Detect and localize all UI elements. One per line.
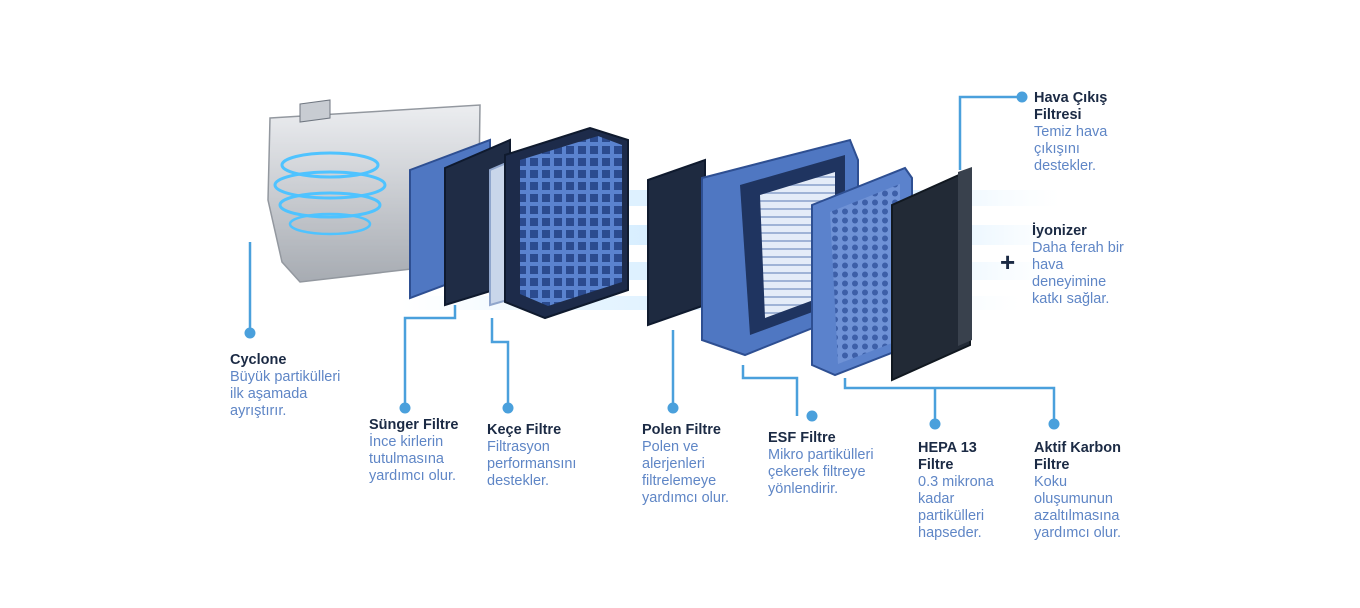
ionizer-plus-icon: + <box>1000 247 1016 277</box>
label-sunger: Sünger Filtre İnce kirlerin tutulmasına … <box>369 417 484 485</box>
polen-desc: Polen ve alerjenleri filtrelemeye yardım… <box>642 439 730 506</box>
dot-karbon <box>1048 418 1060 430</box>
carbon-filter-illustration <box>891 168 971 382</box>
kece-desc: Filtrasyon performansını destekler. <box>487 439 577 489</box>
iyonizer-desc: Daha ferah bir hava deneyimine katkı sağ… <box>1032 240 1124 307</box>
connector-hepa-karbon <box>843 378 1056 424</box>
kece-title: Keçe Filtre <box>487 422 562 438</box>
cyclone-desc: Büyük partikülleri ilk aşamada ayrıştırı… <box>230 369 341 419</box>
dot-esf <box>806 410 818 422</box>
label-polen: Polen Filtre Polen ve alerjenleri filtre… <box>642 422 752 507</box>
pollen-filter-illustration <box>504 126 629 320</box>
outlet-filter-illustration <box>958 167 972 346</box>
label-cyclone: Cyclone Büyük partikülleri ilk aşamada a… <box>230 352 350 420</box>
karbon-title: Aktif Karbon Filtre <box>1034 440 1121 473</box>
esf-title: ESF Filtre <box>768 430 836 446</box>
cikis-desc: Temiz hava çıkışını destekler. <box>1034 124 1108 174</box>
connector-esf <box>741 365 799 416</box>
label-esf: ESF Filtre Mikro partikülleri çekerek fi… <box>768 430 898 498</box>
label-iyonizer: İyonizer Daha ferah bir hava deneyimine … <box>1032 223 1132 308</box>
dot-cyclone <box>244 327 256 339</box>
karbon-desc: Koku oluşumunun azaltılmasına yardımcı o… <box>1034 474 1122 541</box>
dot-cikis <box>1016 91 1028 103</box>
connector-lines <box>248 95 1056 424</box>
polen-title: Polen Filtre <box>642 422 721 438</box>
connector-cikis <box>958 95 1020 170</box>
iyonizer-title: İyonizer <box>1032 223 1087 239</box>
hepa-title: HEPA 13 Filtre <box>918 440 977 473</box>
label-karbon: Aktif Karbon Filtre Koku oluşumunun azal… <box>1034 440 1146 542</box>
dot-kece <box>502 402 514 414</box>
dot-sunger <box>399 402 411 414</box>
dot-polen <box>667 402 679 414</box>
connector-sunger <box>403 305 457 408</box>
dot-hepa <box>929 418 941 430</box>
cikis-title: Hava Çıkış Filtresi <box>1034 90 1108 123</box>
label-kece: Keçe Filtre Filtrasyon performansını des… <box>487 422 607 490</box>
connector-kece <box>490 318 510 408</box>
sunger-desc: İnce kirlerin tutulmasına yardımcı olur. <box>369 434 457 484</box>
esf-dark-panel <box>647 158 706 327</box>
label-hepa: HEPA 13 Filtre 0.3 mikrona kadar partikü… <box>918 440 1008 542</box>
cyclone-title: Cyclone <box>230 352 287 368</box>
label-cikis: Hava Çıkış Filtresi Temiz hava çıkışını … <box>1034 90 1124 175</box>
sunger-title: Sünger Filtre <box>369 417 459 433</box>
esf-desc: Mikro partikülleri çekerek filtreye yönl… <box>768 447 874 497</box>
hepa-desc: 0.3 mikrona kadar partikülleri hapseder. <box>918 474 994 541</box>
